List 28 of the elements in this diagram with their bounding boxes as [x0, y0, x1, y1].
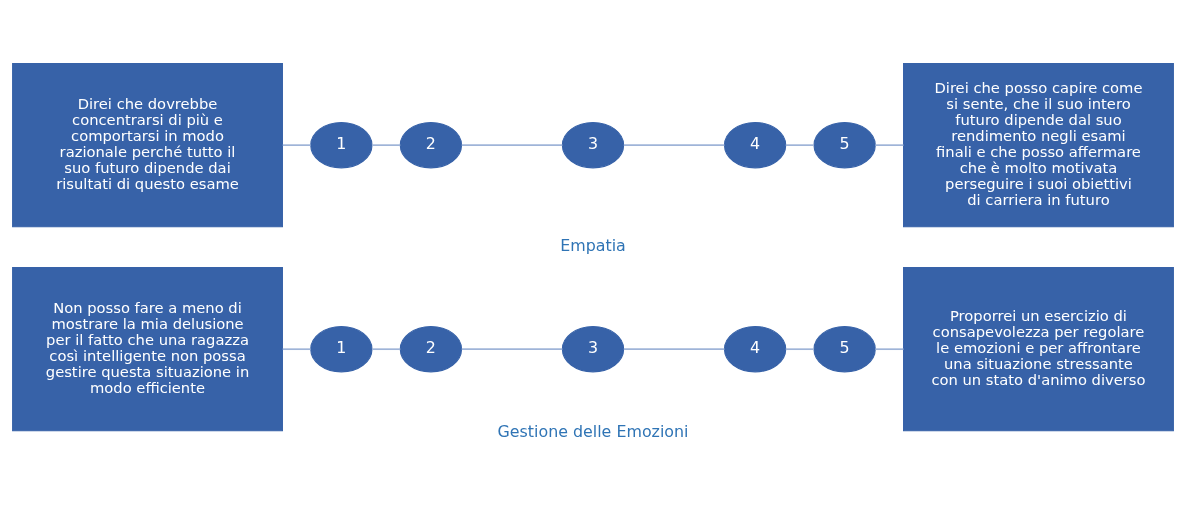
connector [371, 347, 402, 350]
connector [874, 143, 905, 146]
node-ellipse: 1 [310, 121, 373, 168]
connector [281, 143, 312, 146]
connector [622, 347, 726, 350]
node-ellipse: 2 [399, 121, 463, 168]
node-ellipse: 4 [723, 325, 787, 372]
node-ellipse: 3 [561, 325, 625, 372]
connector [622, 143, 726, 146]
connector [460, 347, 564, 350]
connector [784, 143, 815, 146]
node-ellipse: 4 [723, 121, 787, 168]
connector [460, 143, 564, 146]
node-ellipse: 5 [813, 325, 876, 372]
node-box: Direi che dovrebbe concentrarsi di più e comportarsi in modo razionale perché tutto il suo futuro dipende dai risultati di questo esame [12, 62, 283, 227]
connector [281, 347, 312, 350]
node-box: Direi che posso capire come si sente, che il suo intero futuro dipende dal suo rendimento negli esami finali e che posso affermare che è molto motivata perseguire i suoi obiettivi di carriera in futuro [903, 62, 1174, 227]
label: Empatia [560, 235, 626, 255]
connector [784, 347, 815, 350]
node-box: Non posso fare a meno di mostrare la mia delusione per il fatto che una ragazza così intelligente non possa gestire questa situazione in modo efficiente [12, 266, 283, 431]
node-ellipse: 3 [561, 121, 625, 168]
connector [874, 347, 905, 350]
node-ellipse: 1 [310, 325, 373, 372]
label: Gestione delle Emozioni [497, 421, 689, 441]
node-ellipse: 2 [399, 325, 463, 372]
connector [371, 143, 402, 146]
node-box: Proporrei un esercizio di consapevolezza per regolare le emozioni e per affrontare una situazione stressante con un stato d'animo diverso [903, 266, 1174, 431]
node-ellipse: 5 [813, 121, 876, 168]
